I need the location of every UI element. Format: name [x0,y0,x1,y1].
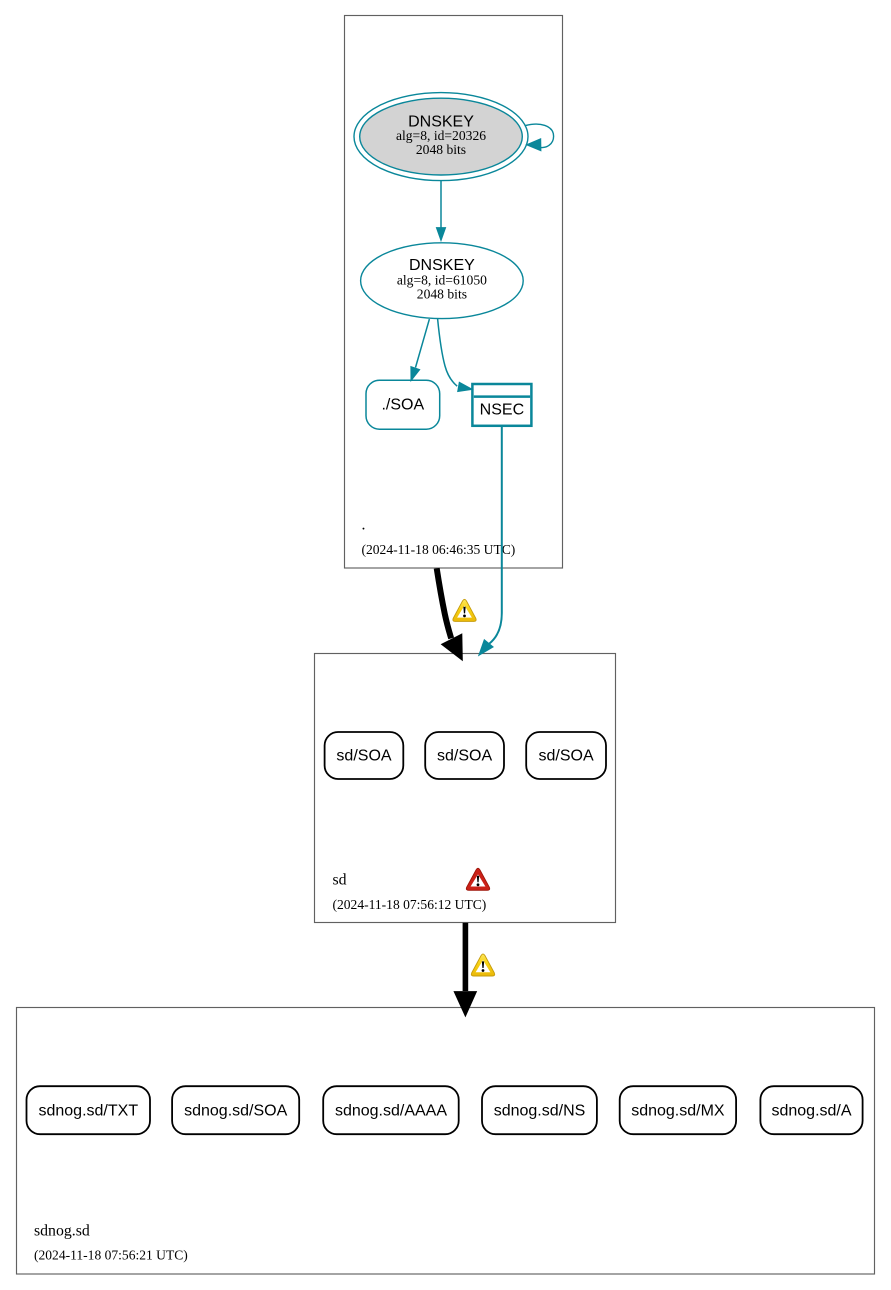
svg-text:sdnog.sd/A: sdnog.sd/A [771,1102,851,1119]
svg-text:sdnog.sd/NS: sdnog.sd/NS [494,1102,586,1119]
svg-text:sdnog.sd: sdnog.sd [34,1222,90,1239]
svg-text:NSEC: NSEC [480,402,524,419]
svg-text:sd/SOA: sd/SOA [336,747,391,764]
svg-text:.: . [362,517,366,534]
svg-text:sdnog.sd/SOA: sdnog.sd/SOA [184,1102,288,1119]
svg-text:(2024-11-18 07:56:21 UTC): (2024-11-18 07:56:21 UTC) [34,1247,188,1263]
svg-text:sd/SOA: sd/SOA [437,747,492,764]
svg-text:sdnog.sd/MX: sdnog.sd/MX [631,1102,725,1119]
svg-text:DNSKEY: DNSKEY [409,257,475,274]
svg-text:./SOA: ./SOA [381,397,424,414]
svg-text:sdnog.sd/TXT: sdnog.sd/TXT [38,1102,138,1119]
svg-text:2048 bits: 2048 bits [417,287,467,302]
svg-text:sdnog.sd/AAAA: sdnog.sd/AAAA [335,1102,447,1119]
svg-text:alg=8, id=61050: alg=8, id=61050 [397,273,487,288]
svg-text:alg=8, id=20326: alg=8, id=20326 [396,128,486,143]
svg-text:(2024-11-18 07:56:12 UTC): (2024-11-18 07:56:12 UTC) [333,897,487,913]
svg-text:2048 bits: 2048 bits [416,142,466,157]
svg-text:DNSKEY: DNSKEY [408,114,474,131]
svg-text:sd: sd [333,871,347,888]
svg-text:(2024-11-18 06:46:35 UTC): (2024-11-18 06:46:35 UTC) [362,542,516,558]
svg-text:sd/SOA: sd/SOA [539,747,594,764]
